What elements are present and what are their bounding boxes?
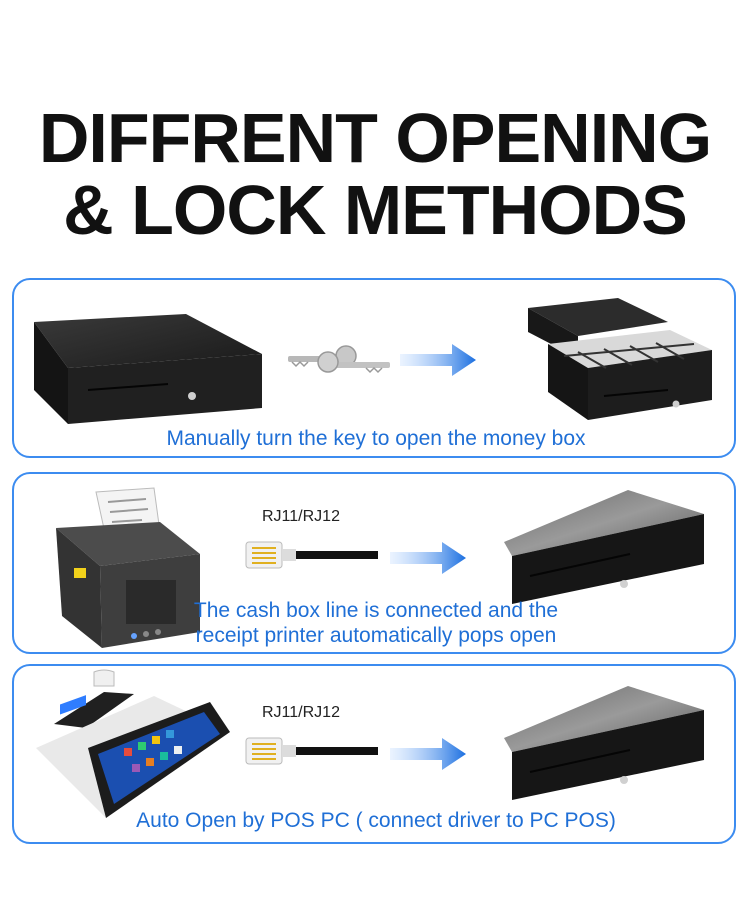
arrow-right-icon	[390, 542, 466, 574]
method-caption-line-2: receipt printer automatically pops open	[195, 624, 557, 647]
pos-terminal-image	[36, 669, 230, 818]
method-panel-pos: RJ11/RJ12 Auto Open by POS PC ( conn	[12, 664, 736, 844]
cash-drawer-image	[504, 686, 704, 800]
cash-drawer-image	[504, 490, 704, 604]
keys-icon	[288, 345, 390, 374]
closed-cash-drawer-image	[34, 314, 262, 424]
port-label: RJ11/RJ12	[262, 704, 340, 721]
page-title-line-1: DIFFRENT OPENING	[38, 99, 712, 177]
method-caption-line-1: The cash box line is connected and the	[193, 599, 559, 622]
method-panel-key: Manually turn the key to open the money …	[12, 278, 736, 458]
rj-cable-icon	[245, 737, 378, 765]
method-caption: Manually turn the key to open the money …	[166, 427, 586, 450]
port-label: RJ11/RJ12	[262, 508, 340, 525]
arrow-right-icon	[390, 738, 466, 770]
open-cash-drawer-image	[528, 298, 712, 420]
method-caption: Auto Open by POS PC ( connect driver to …	[136, 809, 616, 832]
rj-cable-icon	[245, 541, 378, 569]
page-title-line-2: & LOCK METHODS	[63, 171, 688, 249]
arrow-right-icon	[400, 344, 476, 376]
receipt-printer-image	[56, 487, 200, 648]
method-panel-printer: RJ11/RJ12 The cash box line is conne	[12, 472, 736, 654]
